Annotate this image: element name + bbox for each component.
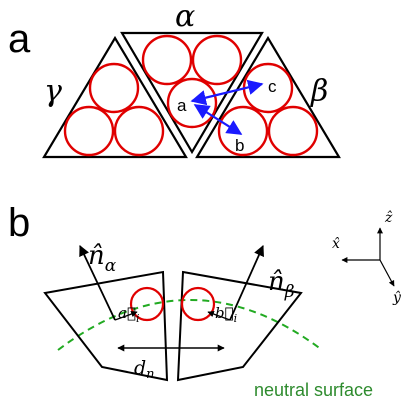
a-i-arrow xyxy=(114,310,138,321)
y-axis-label: ŷ xyxy=(392,289,402,306)
neighbor-arrows xyxy=(190,79,264,135)
beta-label: β xyxy=(310,74,328,109)
neutral-surface-curve xyxy=(57,299,323,351)
gamma-circle-top xyxy=(88,62,140,114)
alpha-label: α xyxy=(175,0,195,34)
panel-a-label: a xyxy=(8,17,31,61)
point-b-label: b xyxy=(235,136,244,155)
panel-a: a γ α β a b xyxy=(8,0,341,159)
alpha-circle-bottom xyxy=(166,77,218,129)
a-i-label: a⃗i xyxy=(118,304,139,325)
panel-b: b n̂α n̂β a⃗i b⃗i dn neutral su xyxy=(8,201,402,400)
alpha-particle xyxy=(129,286,165,322)
gamma-label: γ xyxy=(44,74,62,109)
b-i-arrow xyxy=(207,310,231,321)
n-alpha-arrow xyxy=(79,245,116,321)
arrow-a-c xyxy=(190,79,264,106)
triangle-gamma: γ xyxy=(42,35,188,159)
alpha-circle-left xyxy=(141,34,193,86)
n-beta-label: n̂β xyxy=(268,267,295,302)
beta-circle-right xyxy=(267,105,319,157)
b-i-label: b⃗i xyxy=(215,304,237,325)
block-alpha xyxy=(43,245,169,382)
d-n-label: dn xyxy=(134,357,155,382)
n-beta-arrow xyxy=(229,245,264,321)
block-beta xyxy=(176,245,303,382)
n-alpha-label: n̂α xyxy=(88,241,117,276)
point-a-label: a xyxy=(177,96,187,115)
gamma-circle-left xyxy=(63,105,115,157)
triangle-beta: β xyxy=(195,35,341,159)
point-c-label: c xyxy=(268,77,277,96)
arrow-a-b xyxy=(193,104,243,135)
triangle-alpha: α xyxy=(120,0,264,155)
beta-particle xyxy=(180,286,216,322)
y-axis xyxy=(379,259,395,287)
neutral-surface-label: neutral surface xyxy=(254,380,373,400)
alpha-circle-right xyxy=(191,34,243,86)
gamma-circle-right xyxy=(113,105,165,157)
x-axis-label: x̂ xyxy=(332,236,340,252)
z-axis-label: ẑ xyxy=(384,209,393,226)
coordinate-axes: ẑ x̂ ŷ xyxy=(332,209,402,306)
panel-b-label: b xyxy=(8,201,30,245)
